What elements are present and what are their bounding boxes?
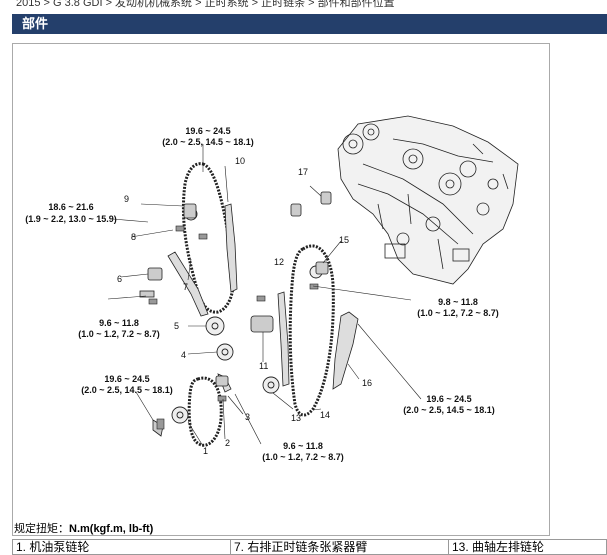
table-row: 1. 机油泵链轮 7. 右排正时链条张紧器臂 13. 曲轴左排链轮 (12, 539, 607, 555)
torque-label: 19.6 ~ 24.5 (104, 374, 149, 384)
torque-label: 19.6 ~ 24.5 (426, 394, 471, 404)
callout-2: 2 (225, 438, 230, 448)
parts-cell: 13. 曲轴左排链轮 (448, 539, 607, 555)
leader-lines (107, 144, 422, 447)
sprockets (171, 207, 323, 424)
torque-label: (1.0 ~ 1.2, 7.2 ~ 8.7) (78, 329, 160, 339)
section-title: 部件 (12, 14, 607, 34)
torque-label: (1.0 ~ 1.2, 7.2 ~ 8.7) (417, 308, 499, 318)
callout-6: 6 (117, 274, 122, 284)
parts-cell: 7. 右排正时链条张紧器臂 (230, 539, 449, 555)
torque-label: (2.0 ~ 2.5, 14.5 ~ 18.1) (403, 405, 495, 415)
caption-prefix: 规定扭矩： (14, 523, 69, 535)
diagram-svg: 19.6 ~ 24.5 (2.0 ~ 2.5, 14.5 ~ 18.1) 18.… (25, 115, 519, 462)
torque-label: (1.9 ~ 2.2, 13.0 ~ 15.9) (25, 214, 117, 224)
engine-block-illustration (337, 115, 519, 285)
callout-14: 14 (320, 410, 330, 420)
callout-8: 8 (131, 232, 136, 242)
torque-label: (2.0 ~ 2.5, 14.5 ~ 18.1) (81, 385, 173, 395)
torque-label: 9.8 ~ 11.8 (438, 297, 478, 307)
tensioners (139, 191, 332, 437)
chain-guides (167, 203, 359, 393)
torque-caption: 规定扭矩：N.m(kgf.m, lb-ft) (14, 520, 153, 536)
torque-label: (1.0 ~ 1.2, 7.2 ~ 8.7) (262, 452, 344, 462)
callout-11: 11 (259, 361, 268, 371)
callout-9: 9 (124, 194, 129, 204)
callout-3: 3 (245, 412, 250, 422)
torque-label: 18.6 ~ 21.6 (48, 202, 93, 212)
callout-5: 5 (174, 321, 179, 331)
callout-15: 15 (339, 235, 349, 245)
torque-label: (2.0 ~ 2.5, 14.5 ~ 18.1) (162, 137, 254, 147)
callout-12: 12 (274, 257, 284, 267)
timing-chain-left-bank (288, 244, 335, 417)
callout-13: 13 (291, 413, 301, 423)
callout-16: 16 (362, 378, 372, 388)
timing-chain-diagram: 19.6 ~ 24.5 (2.0 ~ 2.5, 14.5 ~ 18.1) 18.… (12, 43, 550, 536)
torque-label: 9.6 ~ 11.8 (283, 441, 323, 451)
callout-7: 7 (183, 282, 188, 292)
bolts (148, 225, 319, 430)
torque-labels: 19.6 ~ 24.5 (2.0 ~ 2.5, 14.5 ~ 18.1) 18.… (25, 126, 499, 462)
oil-pump-chain (187, 376, 223, 447)
breadcrumb[interactable]: 2015 > G 3.8 GDI > 发动机机械系统 > 正时系统 > 正时链条… (16, 0, 395, 9)
part-callouts: 1 2 3 4 5 6 7 8 9 10 11 12 13 14 15 16 1… (117, 156, 372, 456)
caption-unit: N.m(kgf.m, lb-ft) (69, 523, 154, 535)
callout-17: 17 (298, 167, 308, 177)
torque-label: 9.6 ~ 11.8 (99, 318, 139, 328)
callout-1: 1 (203, 446, 208, 456)
callout-10: 10 (235, 156, 245, 166)
callout-4: 4 (181, 350, 186, 360)
parts-table: 1. 机油泵链轮 7. 右排正时链条张紧器臂 13. 曲轴左排链轮 (12, 539, 607, 555)
parts-cell: 1. 机油泵链轮 (12, 539, 231, 555)
torque-label: 19.6 ~ 24.5 (185, 126, 230, 136)
